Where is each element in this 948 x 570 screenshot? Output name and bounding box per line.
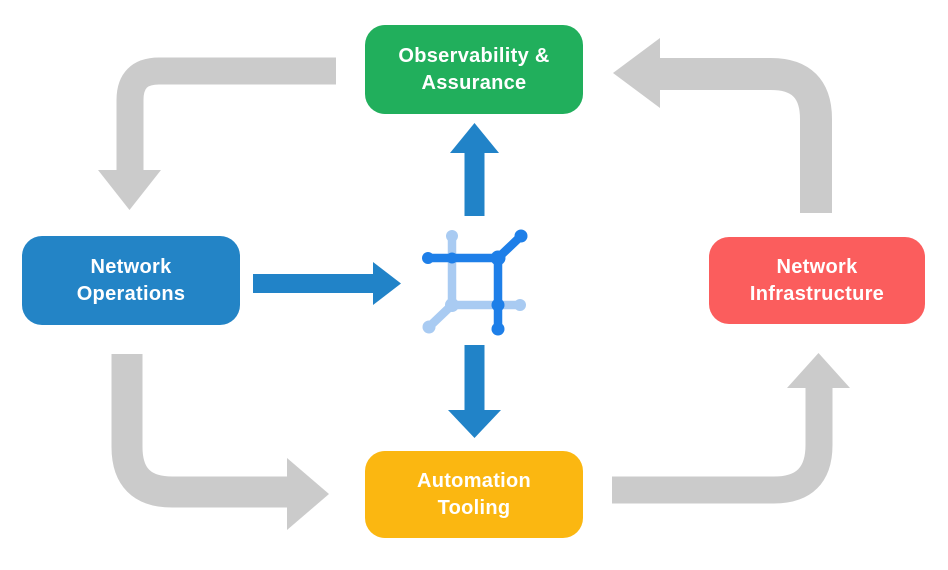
node-observability-assurance: Observability & Assurance [365, 25, 583, 114]
arrow-head [98, 170, 161, 210]
icon-node-dot [446, 252, 458, 264]
gray-arrow-operations-to-automation [111, 354, 329, 530]
arrow-shaft [111, 354, 288, 508]
node-label: Network Operations [76, 256, 186, 305]
node-network-operations: Network Operations [22, 236, 240, 325]
gray-arrow-infrastructure-to-observability [613, 38, 832, 213]
network-icon-dark-strokes [422, 229, 528, 336]
arrow-shaft [116, 57, 336, 172]
node-label: Automation Tooling [416, 470, 532, 519]
icon-dot [422, 252, 434, 264]
icon-node-dot [445, 298, 459, 312]
icon-node-dot [491, 298, 505, 312]
icon-dot [422, 320, 436, 334]
arrow-shaft [659, 58, 832, 213]
blue-arrow-center-to-observability [450, 123, 499, 216]
blue-arrow-center-to-automation [448, 345, 501, 438]
arrow-shaft [612, 388, 833, 504]
node-automation-tooling: Automation Tooling [365, 451, 583, 538]
blue-arrow-operations-to-center [253, 262, 401, 305]
network-mesh-icon [422, 229, 528, 336]
arrow-head [787, 353, 850, 388]
arrow-head [450, 123, 499, 153]
gray-arrow-automation-to-infrastructure [612, 353, 850, 504]
icon-dot [514, 299, 526, 311]
node-label: Observability & Assurance [398, 45, 550, 94]
node-network-infrastructure: Network Infrastructure [709, 237, 925, 324]
arrow-head [613, 38, 660, 108]
icon-dot [446, 230, 458, 242]
arrow-head [373, 262, 401, 305]
icon-dot [514, 229, 528, 243]
icon-node-dot [490, 250, 506, 266]
icon-dot [491, 322, 505, 336]
arrow-head [448, 410, 501, 438]
gray-arrow-observability-to-operations [98, 57, 336, 210]
node-label: Network Infrastructure [749, 256, 885, 305]
arrow-head [287, 458, 329, 530]
